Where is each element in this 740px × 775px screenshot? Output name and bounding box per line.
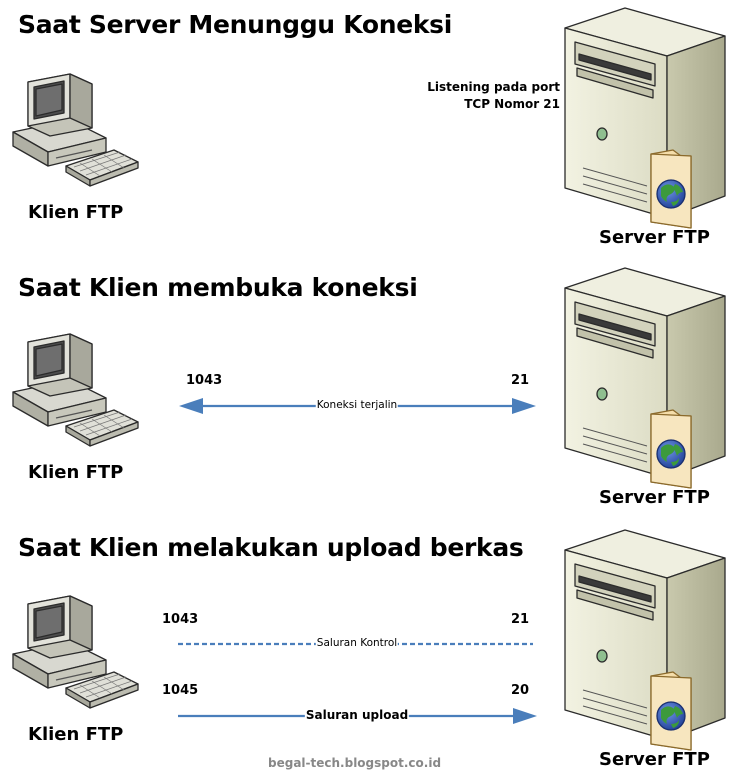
arrow-head-left (179, 398, 203, 414)
client-port: 1043 (186, 373, 223, 388)
client-label: Klien FTP (28, 202, 124, 223)
arrow-head-right (513, 708, 537, 724)
footer-watermark: begal-tech.blogspot.co.id (268, 756, 442, 770)
listening-note-line2: TCP Nomor 21 (464, 97, 560, 111)
server-port: 20 (511, 683, 530, 698)
heading-waiting: Saat Server Menunggu Koneksi (18, 10, 453, 39)
heading-opening: Saat Klien membuka koneksi (18, 273, 418, 302)
connection-label: Koneksi terjalin (315, 399, 399, 411)
server-port: 21 (511, 373, 530, 388)
server-label: Server FTP (599, 749, 710, 770)
heading-upload: Saat Klien melakukan upload berkas (18, 533, 524, 562)
server-port: 21 (511, 612, 530, 627)
server-label: Server FTP (599, 227, 710, 248)
listening-note-line1: Listening pada port (427, 80, 560, 94)
arrow-head-right (512, 398, 536, 414)
client-label: Klien FTP (28, 724, 124, 745)
client-port: 1043 (162, 612, 199, 627)
client-port: 1045 (162, 683, 199, 698)
client-label: Klien FTP (28, 462, 124, 483)
upload-channel-label: Saluran upload (304, 708, 410, 722)
control-channel-label: Saluran Kontrol (315, 637, 399, 649)
server-label: Server FTP (599, 487, 710, 508)
listening-note: Listening pada port TCP Nomor 21 (427, 79, 560, 113)
